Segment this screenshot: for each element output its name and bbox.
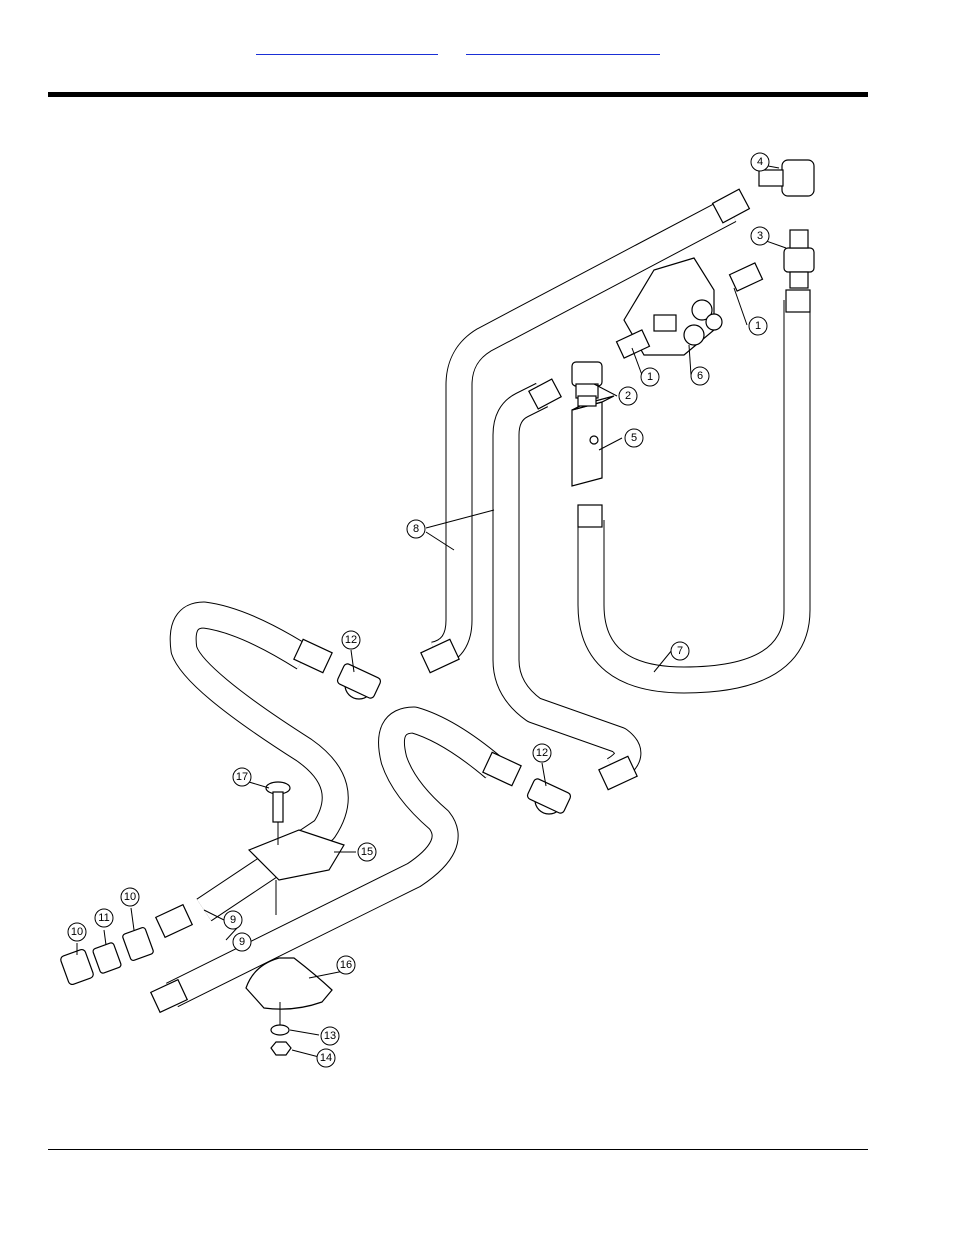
svg-text:8: 8 (413, 523, 419, 535)
svg-text:5: 5 (631, 432, 637, 444)
header-link-left[interactable] (256, 40, 438, 55)
svg-text:3: 3 (757, 230, 763, 242)
svg-text:12: 12 (345, 634, 357, 646)
callout-12-lower: 12 (533, 744, 551, 762)
callout-15: 15 (358, 843, 376, 861)
elbow-fitting-12-upper (336, 663, 382, 700)
svg-text:6: 6 (697, 370, 703, 382)
fitting-11 (92, 942, 122, 974)
callout-9-lower: 9 (233, 933, 251, 951)
svg-text:1: 1 (647, 371, 653, 383)
callout-16: 16 (337, 956, 355, 974)
hose-7 (591, 300, 797, 680)
parts-illustration: 4 3 1 1 6 2 5 8 7 12 12 17 15 10 11 9 9 … (54, 140, 824, 1080)
elbow-fitting-12-lower (526, 778, 572, 815)
svg-text:10: 10 (124, 891, 136, 903)
callout-10-left: 10 (68, 923, 86, 941)
svg-text:11: 11 (98, 912, 109, 924)
callout-3: 3 (751, 227, 769, 245)
svg-text:4: 4 (757, 156, 763, 168)
callout-11: 11 (95, 909, 113, 927)
svg-text:1: 1 (755, 320, 761, 332)
tee-fitting-2 (572, 362, 602, 398)
svg-text:14: 14 (320, 1052, 332, 1064)
callout-5: 5 (625, 429, 643, 447)
svg-text:9: 9 (230, 914, 236, 926)
header-link-right[interactable] (466, 40, 660, 55)
callout-2: 2 (619, 387, 637, 405)
callout-4: 4 (751, 153, 769, 171)
callout-1-left: 1 (641, 368, 659, 386)
svg-text:12: 12 (536, 747, 548, 759)
nut-14 (271, 1042, 291, 1055)
fitting-1-right (730, 263, 763, 291)
callout-13: 13 (321, 1027, 339, 1045)
callout-17: 17 (233, 768, 251, 786)
svg-text:10: 10 (71, 926, 83, 938)
header-rule (48, 92, 868, 97)
callout-12-upper: 12 (342, 631, 360, 649)
svg-text:7: 7 (677, 645, 683, 657)
hydraulic-parts-diagram: 4 3 1 1 6 2 5 8 7 12 12 17 15 10 11 9 9 … (54, 140, 824, 1080)
hose-8-lower (506, 395, 628, 770)
fitting-10-right (122, 927, 154, 962)
svg-text:15: 15 (361, 846, 373, 858)
callout-7: 7 (671, 642, 689, 660)
svg-text:9: 9 (239, 936, 245, 948)
svg-text:13: 13 (324, 1030, 336, 1042)
svg-text:17: 17 (236, 771, 248, 783)
callout-9-upper: 9 (224, 911, 242, 929)
callout-6: 6 (691, 367, 709, 385)
tee-fitting-3 (784, 230, 814, 288)
callout-8: 8 (407, 520, 425, 538)
valve-block-5 (572, 396, 614, 486)
svg-text:2: 2 (625, 390, 631, 402)
callout-1-right: 1 (749, 317, 767, 335)
callout-14: 14 (317, 1049, 335, 1067)
svg-text:16: 16 (340, 959, 352, 971)
callout-10-right: 10 (121, 888, 139, 906)
footer-rule (48, 1149, 868, 1150)
